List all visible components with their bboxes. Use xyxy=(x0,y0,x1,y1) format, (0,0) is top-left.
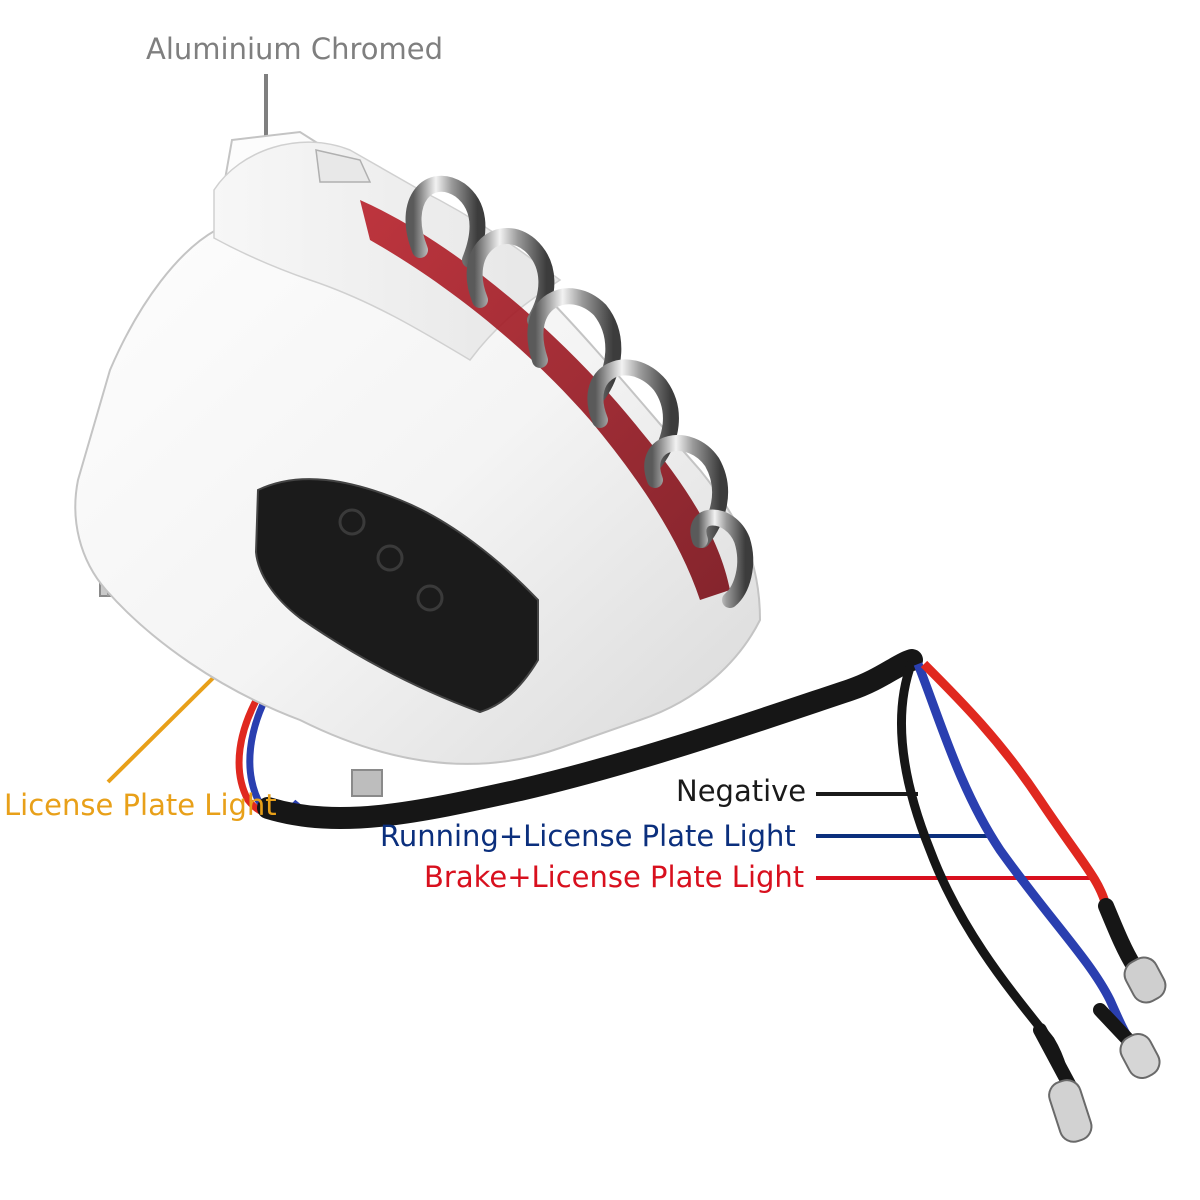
chrome-rings xyxy=(405,175,754,608)
lower-stud xyxy=(351,769,383,797)
top-reflector xyxy=(315,149,372,183)
red-wire xyxy=(920,660,1111,908)
red-lens xyxy=(360,200,730,600)
brake-license-plate-light-label: Brake+License Plate Light xyxy=(424,860,805,894)
black-wire-sleeve xyxy=(1033,1023,1077,1093)
bullet-connector-red xyxy=(1123,956,1167,1004)
running-license-plate-light-label: Running+License Plate Light xyxy=(380,819,796,853)
aluminium-chromed-label: Aluminium Chromed xyxy=(146,32,444,66)
negative-label: Negative xyxy=(676,774,807,808)
red-wire-sleeve xyxy=(1098,898,1142,974)
bullet-connector-black xyxy=(1048,1079,1093,1143)
license-plate-window xyxy=(254,478,539,714)
license-plate-leds xyxy=(338,508,444,612)
license-plate-light-label: License Plate Light xyxy=(4,788,277,822)
main-black-cable xyxy=(257,649,923,829)
bullet-connector-blue xyxy=(1119,1032,1161,1080)
blue-wire xyxy=(913,662,1136,1047)
chrome-housing xyxy=(74,130,762,765)
